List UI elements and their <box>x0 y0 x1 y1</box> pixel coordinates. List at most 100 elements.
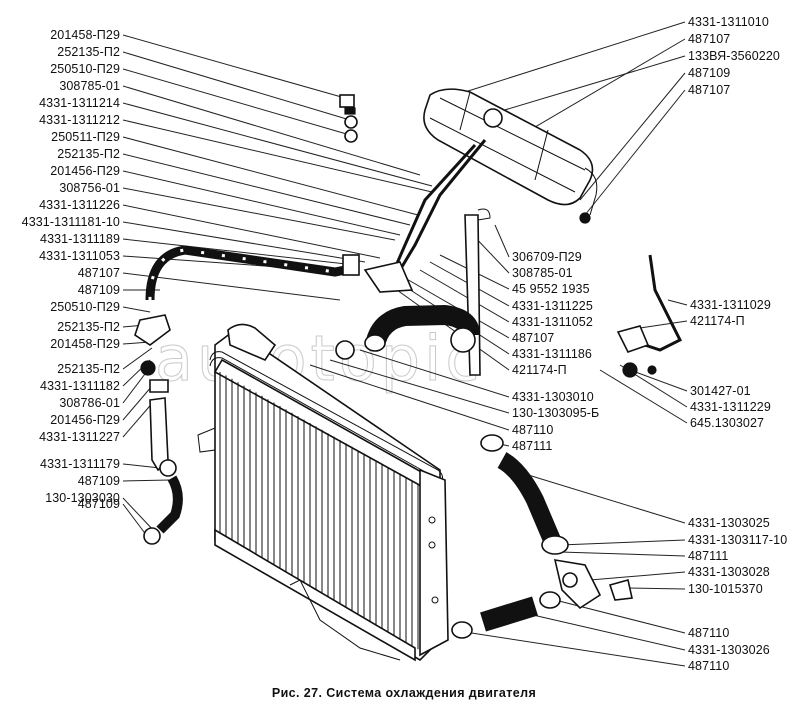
leader-line <box>122 34 346 99</box>
part-number-label: 308756-01 <box>59 181 120 195</box>
part-number-label: 4331-1311214 <box>39 96 120 110</box>
leader-line <box>122 221 366 263</box>
leader-line <box>122 272 341 301</box>
leader-line <box>511 469 686 524</box>
part-number-label: 4331-1311226 <box>39 198 120 212</box>
part-number-label: 201456-П29 <box>50 413 120 427</box>
leader-line <box>122 347 153 370</box>
leader-line <box>122 136 419 216</box>
part-number-label: 4331-1311181-10 <box>21 215 120 229</box>
leader-line <box>389 284 510 371</box>
part-number-label: 252135-П2 <box>57 320 120 334</box>
leader-line <box>584 89 686 216</box>
leader-line <box>559 551 686 557</box>
part-number-label: 201456-П29 <box>50 164 120 178</box>
part-number-label: 487110 <box>688 659 730 673</box>
radiator-inlet-hose <box>335 304 480 360</box>
part-number-label: 645.1303027 <box>690 416 765 430</box>
part-number-label: 4331-1311052 <box>512 315 593 329</box>
part-number-label: 487110 <box>688 626 730 640</box>
part-number-label: 308785-01 <box>512 266 573 280</box>
part-number-label: 4331-1303026 <box>688 643 770 657</box>
part-number-label: 4331-1311212 <box>39 113 120 127</box>
leader-line <box>554 599 686 634</box>
part-number-label: 487109 <box>77 474 120 488</box>
leader-line <box>494 224 510 258</box>
part-number-label: 250510-П29 <box>50 62 120 76</box>
upper-hose <box>145 245 414 301</box>
leader-line <box>329 359 510 414</box>
part-number-label: 201458-П29 <box>50 28 120 42</box>
part-number-label: 250511-П29 <box>51 130 120 144</box>
part-number-label: 308785-01 <box>59 79 120 93</box>
left-fittings <box>134 94 358 545</box>
part-number-label: 130-1015370 <box>688 582 763 596</box>
part-number-label: 487109 <box>77 497 120 511</box>
leader-line <box>497 55 686 113</box>
part-number-label: 45 9552 1935 <box>512 282 590 296</box>
leader-line <box>579 72 686 201</box>
leader-line <box>624 587 686 590</box>
expansion-tank <box>423 88 598 224</box>
part-number-label: 421174-П <box>690 314 745 328</box>
part-number-label: 130-1303030 <box>45 491 120 505</box>
leader-line <box>122 497 156 533</box>
leader-line <box>122 369 149 404</box>
leader-line <box>122 306 151 313</box>
part-number-label: 201458-П29 <box>50 337 120 351</box>
leader-line <box>122 204 381 259</box>
leader-line <box>122 187 396 241</box>
leader-line <box>122 463 161 469</box>
part-number-label: 308786-01 <box>59 396 120 410</box>
part-number-label: 4331-1303025 <box>688 516 770 530</box>
part-number-label: 487109 <box>77 283 120 297</box>
part-number-label: 487107 <box>688 83 731 97</box>
leader-line <box>122 119 433 193</box>
leader-line <box>359 349 510 398</box>
part-number-label: 487107 <box>77 266 120 280</box>
part-number-label: 4331-1311182 <box>40 379 120 393</box>
leader-line <box>122 170 401 236</box>
part-number-label: 4331-1303028 <box>688 565 770 579</box>
part-number-label: 4331-1303117-10 <box>688 533 788 547</box>
leader-line <box>122 385 153 421</box>
leader-line <box>122 68 351 136</box>
lower-hoses <box>451 434 633 639</box>
radiator <box>197 323 449 662</box>
part-number-label: 4331-1311053 <box>39 249 120 263</box>
part-number-label: 487107 <box>688 32 731 46</box>
leader-line <box>464 21 686 93</box>
leader-lines <box>122 21 688 667</box>
part-number-label: 487111 <box>512 439 553 453</box>
leader-line <box>419 269 510 323</box>
figure-caption: Рис. 27. Система охлаждения двигателя <box>271 686 537 700</box>
leader-line <box>559 539 686 546</box>
part-number-label: 4331-1311225 <box>512 299 593 313</box>
leader-line <box>589 571 686 581</box>
leader-line <box>599 369 688 424</box>
leader-line <box>309 364 510 431</box>
part-number-label: 4331-1311189 <box>40 232 120 246</box>
radiator-core-fins <box>219 372 419 650</box>
leader-line <box>519 611 686 651</box>
part-number-label: 487109 <box>688 66 731 80</box>
part-number-label: 487111 <box>688 549 729 563</box>
part-number-label: 4331-1311229 <box>690 400 771 414</box>
leader-line <box>122 479 171 482</box>
leader-line <box>667 299 688 306</box>
part-number-label: 487110 <box>512 423 554 437</box>
part-number-label: 487107 <box>512 331 555 345</box>
drain-pipe-and-tap <box>616 254 683 378</box>
part-number-label: 421174-П <box>512 363 567 377</box>
part-number-label: 252135-П2 <box>57 362 120 376</box>
part-number-label: 250510-П29 <box>50 300 120 314</box>
part-number-label: 4331-1303010 <box>512 390 594 404</box>
leader-line <box>122 102 433 187</box>
leader-line <box>639 320 688 329</box>
leader-line <box>464 631 686 667</box>
part-number-label: 130-1303095-Б <box>512 406 600 420</box>
leader-line <box>122 153 411 226</box>
leader-line <box>529 38 686 131</box>
